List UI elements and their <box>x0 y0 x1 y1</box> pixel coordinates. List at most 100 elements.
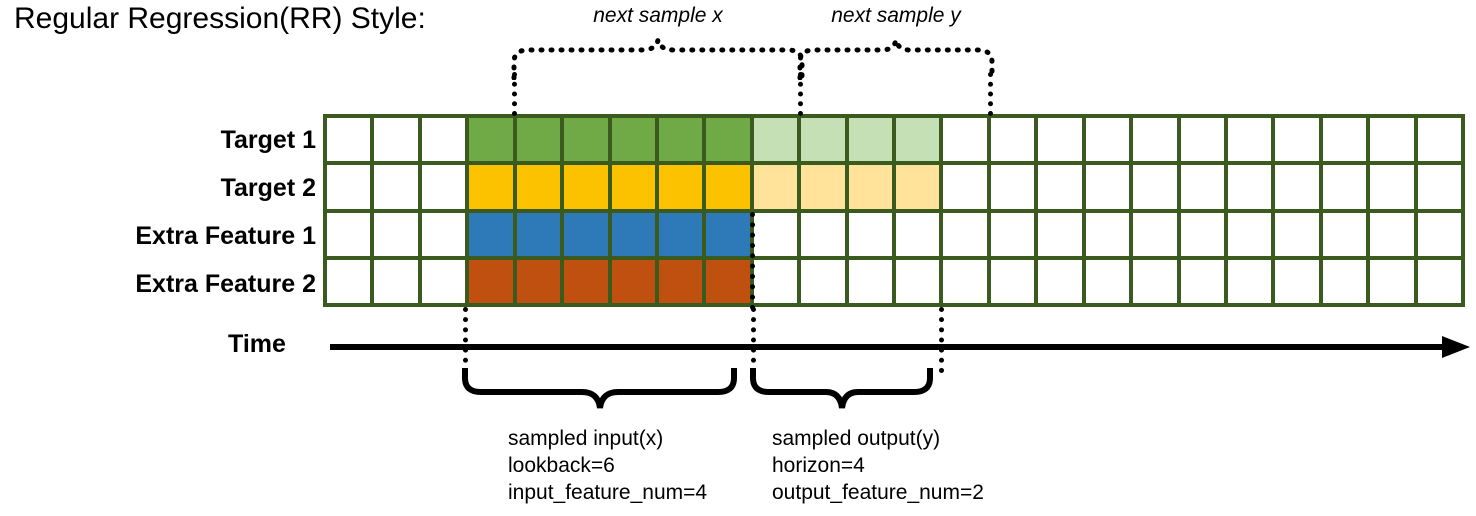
grid-cell-extra-feature-1-17 <box>1133 212 1177 256</box>
row-label-extra-feature-1: Extra Feature 1 <box>135 222 316 250</box>
grid-cell-target-1-0 <box>327 118 371 162</box>
annotation-sampled-output: sampled output(y) horizon=4 output_featu… <box>772 425 984 506</box>
grid-cell-target-2-22 <box>1370 165 1414 209</box>
grid-cell-extra-feature-1-23 <box>1417 212 1461 256</box>
grid-cell-target-1-15 <box>1038 118 1082 162</box>
grid-cell-target-1-19 <box>1227 118 1272 162</box>
grid-cell-extra-feature-2-18 <box>1180 259 1224 303</box>
grid-cell-extra-feature-1-13 <box>943 212 987 256</box>
grid-cell-target-2-6 <box>611 165 655 209</box>
grid-cell-target-2-7 <box>658 165 703 209</box>
grid-cell-target-1-21 <box>1322 118 1367 162</box>
grid-cell-extra-feature-1-10 <box>801 212 845 256</box>
grid-cell-extra-feature-2-22 <box>1370 259 1414 303</box>
grid-cell-extra-feature-1-1 <box>374 212 418 256</box>
grid-cell-extra-feature-1-4 <box>516 212 561 256</box>
sampled-output-line-3: output_feature_num=2 <box>772 481 984 504</box>
grid-cell-target-2-9 <box>753 165 798 209</box>
time-axis-arrow <box>330 336 1470 358</box>
page-title: Regular Regression(RR) Style: <box>14 2 426 35</box>
annotation-next-sample-y: next sample y <box>831 4 961 27</box>
grid-cell-target-2-15 <box>1038 165 1082 209</box>
grid-cell-extra-feature-2-6 <box>611 259 655 303</box>
grid-cell-extra-feature-1-0 <box>327 212 371 256</box>
grid-cell-extra-feature-1-11 <box>848 212 892 256</box>
grid-cell-target-2-2 <box>421 165 466 209</box>
grid-cell-extra-feature-2-17 <box>1133 259 1177 303</box>
grid-cell-extra-feature-2-0 <box>327 259 371 303</box>
annotation-sampled-input: sampled input(x) lookback=6 input_featur… <box>508 425 707 506</box>
grid-cell-extra-feature-1-21 <box>1322 212 1367 256</box>
grid-cell-extra-feature-2-10 <box>801 259 845 303</box>
grid-cell-extra-feature-1-20 <box>1275 212 1319 256</box>
row-label-extra-feature-2: Extra Feature 2 <box>135 270 316 298</box>
grid-cell-target-1-2 <box>421 118 466 162</box>
grid-cell-extra-feature-2-20 <box>1275 259 1319 303</box>
grid-cell-target-1-20 <box>1275 118 1319 162</box>
grid-cell-target-1-23 <box>1417 118 1461 162</box>
grid-cell-target-2-20 <box>1275 165 1319 209</box>
grid-cell-target-2-0 <box>327 165 371 209</box>
grid-cell-target-2-13 <box>943 165 987 209</box>
grid-cell-extra-feature-2-21 <box>1322 259 1367 303</box>
brace-next-sample-y <box>797 39 995 80</box>
grid-cell-target-2-1 <box>374 165 418 209</box>
brace-sampled-input <box>462 368 737 409</box>
grid-cell-target-1-22 <box>1370 118 1414 162</box>
grid-cell-extra-feature-1-8 <box>706 212 750 256</box>
timeseries-grid <box>323 114 1465 307</box>
grid-cell-extra-feature-1-12 <box>896 212 940 256</box>
row-label-target-1: Target 1 <box>220 126 316 154</box>
grid-cell-extra-feature-2-23 <box>1417 259 1461 303</box>
dotted-guide-feature-end <box>750 212 755 310</box>
grid-cell-extra-feature-1-14 <box>990 212 1035 256</box>
grid-cell-extra-feature-1-9 <box>753 212 798 256</box>
grid-cell-extra-feature-2-4 <box>516 259 561 303</box>
sampled-input-line-3: input_feature_num=4 <box>508 481 708 504</box>
grid-cell-target-1-16 <box>1085 118 1130 162</box>
brace-sampled-output <box>750 368 933 409</box>
grid-cell-target-1-9 <box>753 118 798 162</box>
grid-cell-target-2-10 <box>801 165 845 209</box>
grid-cell-extra-feature-2-2 <box>421 259 466 303</box>
grid-cell-extra-feature-1-3 <box>469 212 513 256</box>
grid-cell-extra-feature-2-1 <box>374 259 418 303</box>
grid-cell-extra-feature-1-19 <box>1227 212 1272 256</box>
grid-cell-extra-feature-1-18 <box>1180 212 1224 256</box>
annotation-next-sample-x: next sample x <box>593 4 723 27</box>
grid-cell-extra-feature-1-5 <box>564 212 608 256</box>
grid-cell-target-1-12 <box>896 118 940 162</box>
grid-cell-target-1-11 <box>848 118 892 162</box>
grid-cell-target-2-23 <box>1417 165 1461 209</box>
grid-cell-extra-feature-1-6 <box>611 212 655 256</box>
grid-cell-target-1-4 <box>516 118 561 162</box>
grid-cell-extra-feature-2-11 <box>848 259 892 303</box>
dotted-guide-x-end <box>798 72 803 116</box>
grid-cell-target-2-12 <box>896 165 940 209</box>
dotted-guide-y-end <box>988 72 993 116</box>
grid-cell-target-2-19 <box>1227 165 1272 209</box>
grid-cell-target-1-10 <box>801 118 845 162</box>
time-axis-label: Time <box>228 330 286 358</box>
sampled-output-line-2: horizon=4 <box>772 454 865 477</box>
sampled-input-line-2: lookback=6 <box>508 454 615 477</box>
grid-cell-extra-feature-1-22 <box>1370 212 1414 256</box>
grid-cell-target-2-14 <box>990 165 1035 209</box>
grid-cell-extra-feature-1-15 <box>1038 212 1082 256</box>
grid-cell-target-2-18 <box>1180 165 1224 209</box>
grid-cell-extra-feature-1-16 <box>1085 212 1130 256</box>
grid-cell-extra-feature-2-5 <box>564 259 608 303</box>
dotted-guide-bottom-y-end <box>939 307 944 373</box>
grid-cell-target-2-16 <box>1085 165 1130 209</box>
grid-cell-target-1-17 <box>1133 118 1177 162</box>
dotted-guide-bottom-x-start <box>463 307 468 373</box>
grid-cell-target-1-14 <box>990 118 1035 162</box>
grid-cell-target-2-8 <box>706 165 750 209</box>
grid-cell-extra-feature-2-9 <box>753 259 798 303</box>
grid-cell-extra-feature-2-3 <box>469 259 513 303</box>
grid-cell-target-1-8 <box>706 118 750 162</box>
grid-cell-extra-feature-2-15 <box>1038 259 1082 303</box>
grid-cell-extra-feature-2-8 <box>706 259 750 303</box>
grid-cell-target-2-11 <box>848 165 892 209</box>
